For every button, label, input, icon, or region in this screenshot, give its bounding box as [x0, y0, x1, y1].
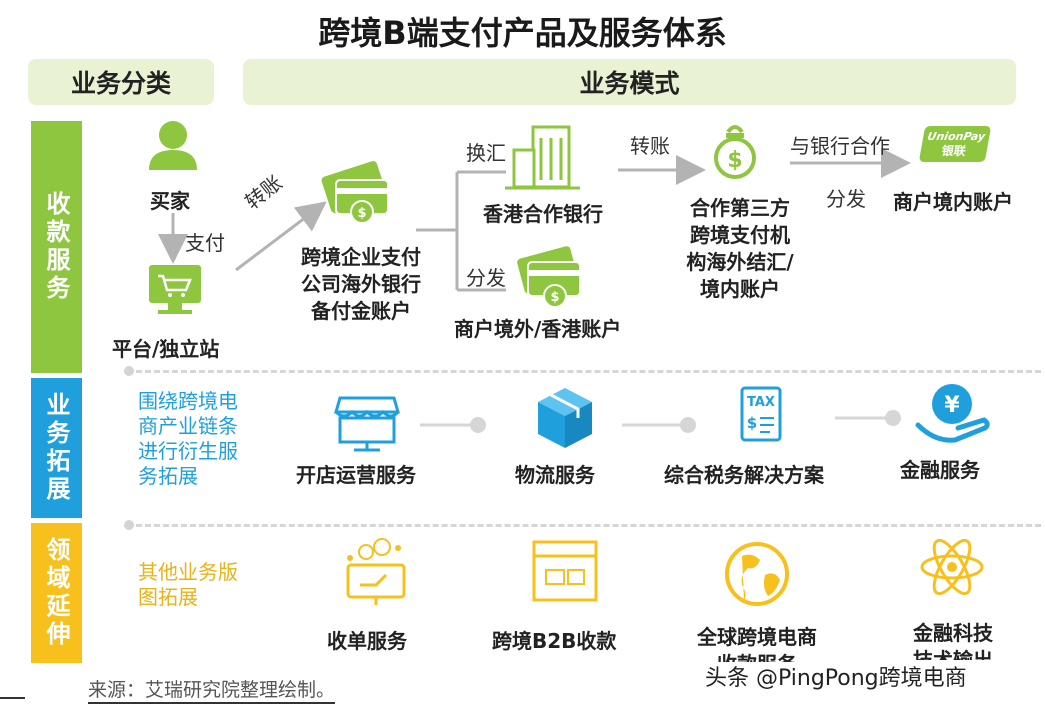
transfer-label-2: 转账 [630, 134, 670, 158]
separator-line [136, 370, 1041, 373]
svg-text:$: $ [357, 206, 366, 221]
platform-label: 平台/独立站 [112, 337, 220, 361]
header-business-mode: 业务模式 [243, 59, 1016, 105]
buyer-label: 买家 [150, 189, 190, 213]
extension-item-b2b: 跨境B2B收款 [492, 629, 617, 653]
merchant-overseas-label: 商户境外/香港账户 [454, 317, 622, 341]
merchant-domestic-label: 商户境内账户 [893, 190, 1013, 214]
svg-text:¥: ¥ [944, 393, 960, 418]
extension-item-global: 全球跨境电商 收款服务 [697, 625, 817, 662]
watermark: 头条 @PingPong跨境电商 [705, 666, 967, 691]
company-account-label: 跨境企业支付 公司海外银行 备付金账户 [301, 245, 421, 323]
pay-label: 支付 [185, 231, 225, 255]
svg-text:$: $ [727, 148, 742, 173]
svg-text:$: $ [550, 290, 559, 305]
bank-coop-label: 与银行合作 [790, 134, 890, 158]
extension-description: 其他业务版 图拓展 [138, 560, 238, 609]
source-note: 来源：艾瑞研究院整理绘制。 [88, 675, 336, 704]
distribute-label-1: 分发 [466, 266, 506, 290]
expansion-item-tax: 综合税务解决方案 [664, 463, 824, 487]
svg-text:$: $ [747, 414, 757, 432]
page-title: 跨境B端支付产品及服务体系 [318, 14, 727, 52]
expansion-item-finance: 金融服务 [900, 458, 980, 482]
sidebar-collection-service: 收款服务 [31, 121, 82, 373]
distribute-label-2: 分发 [826, 187, 866, 211]
expansion-item-logistics: 物流服务 [515, 463, 595, 487]
header-business-category: 业务分类 [28, 59, 214, 105]
sidebar-business-expansion: 业务拓展 [31, 378, 82, 518]
hk-bank-label: 香港合作银行 [483, 202, 603, 226]
footer-rule [0, 697, 25, 699]
separator-dot [124, 366, 134, 376]
separator-line [136, 524, 1041, 527]
extension-item-acquiring: 收单服务 [327, 629, 407, 653]
third-party-label: 合作第三方 跨境支付机 构海外结汇/ 境内账户 [686, 196, 794, 301]
expansion-item-store: 开店运营服务 [296, 463, 416, 487]
exchange-label: 换汇 [466, 141, 506, 165]
tax-text: TAX [747, 395, 775, 410]
sidebar-domain-extension: 领域延伸 [31, 523, 82, 663]
separator-dot [124, 520, 134, 530]
expansion-description: 围绕跨境电 商产业链条 进行衍生服 务拓展 [138, 389, 238, 488]
extension-item-fintech: 金融科技 技术输出 [913, 621, 993, 660]
